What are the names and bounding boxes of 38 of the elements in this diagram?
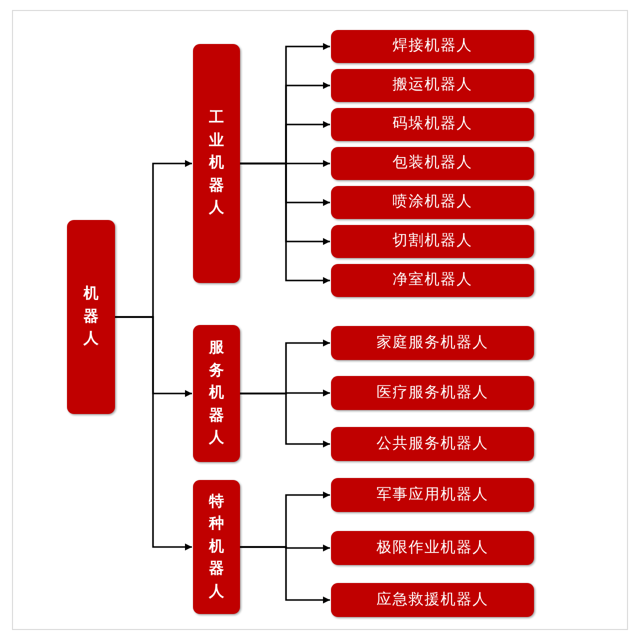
box-label: 喷涂机器人 xyxy=(392,192,472,212)
category-box xyxy=(331,30,534,63)
connector-arrow xyxy=(115,316,192,550)
box-label: 应急救援机器人 xyxy=(376,590,488,610)
box-label: 服务机器人 xyxy=(209,339,224,448)
box-label: 码垛机器人 xyxy=(392,114,472,134)
box-label: 家庭服务机器人 xyxy=(376,333,488,353)
category-box xyxy=(331,326,534,360)
category-box xyxy=(331,531,534,565)
box-label: 搬运机器人 xyxy=(392,76,472,96)
box-label: 包装机器人 xyxy=(392,154,472,174)
category-box xyxy=(331,376,534,410)
connector-arrow xyxy=(240,162,330,284)
category-box xyxy=(193,44,240,283)
connector-arrow xyxy=(240,546,330,604)
box-label: 机器人 xyxy=(84,284,98,350)
box-label: 军事应用机器人 xyxy=(376,485,488,505)
box-label: 极限作业机器人 xyxy=(376,538,488,558)
box-label: 工业机器人 xyxy=(209,109,224,218)
box-label: 公共服务机器人 xyxy=(376,434,488,454)
category-box xyxy=(331,264,534,297)
box-label: 医疗服务机器人 xyxy=(376,384,488,403)
category-box xyxy=(331,427,534,461)
category-box xyxy=(331,69,534,102)
box-label: 特种机器人 xyxy=(209,492,224,602)
category-box xyxy=(331,186,534,219)
category-box xyxy=(331,147,534,180)
box-label: 切割机器人 xyxy=(392,232,472,252)
category-box xyxy=(193,325,240,462)
category-box xyxy=(331,108,534,141)
category-box xyxy=(67,220,115,414)
category-box xyxy=(193,480,240,614)
category-box xyxy=(331,583,534,617)
category-box xyxy=(331,225,534,258)
connector-arrow xyxy=(240,392,330,448)
box-label: 焊接机器人 xyxy=(392,36,472,56)
box-label: 净室机器人 xyxy=(392,270,472,290)
category-box xyxy=(331,478,534,512)
